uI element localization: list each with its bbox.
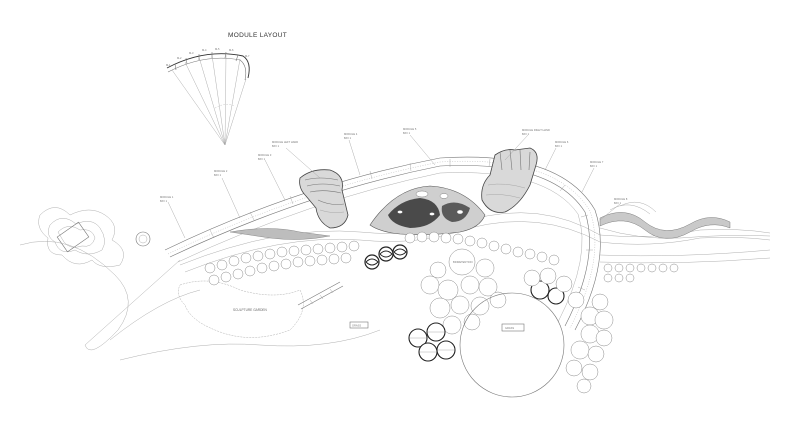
right-ribbon [599, 201, 771, 264]
module-bay: BAY 1 [258, 157, 266, 161]
module-bay: BAY 1 [614, 201, 622, 205]
module-name: MODULE 2 [214, 169, 228, 173]
module-name: MODULE 8 [614, 197, 628, 201]
inset-label: M-5 [215, 47, 220, 51]
grass-box-right-label: GRASS [505, 326, 514, 330]
module-bay: BAY 1 [160, 199, 168, 203]
inset-label: M-3 [189, 51, 194, 55]
module-label-1: MODULE 1 BAY 1 [160, 195, 174, 203]
module-bay: BAY 1 [590, 164, 598, 168]
module-name: MODULE 7 [590, 160, 604, 164]
module-label-8: MODULE 8 BAY 1 [614, 197, 628, 205]
tree-row [204, 231, 679, 286]
module-name: MODULE RIGHT HAND [522, 128, 550, 132]
inset-label: M-2 [177, 56, 182, 60]
module-label-5: MODULE 5 BAY 1 [403, 127, 417, 135]
circle-cluster-label: BIORETENTION [453, 260, 473, 264]
inset-label: M-7 [245, 54, 250, 58]
central-circle-cluster: BIORETENTION GRASS [408, 248, 614, 398]
module-bay: BAY 1 [272, 144, 280, 148]
inset-label: M-4 [202, 48, 207, 52]
module-callouts: MODULE 1 BAY 1 MODULE 2 BAY 1 MODULE LEF… [160, 127, 628, 239]
module-layout-inset: MODULE LAYOUT M-1 M-2 M-3 [166, 32, 287, 146]
module-label-left-hand: MODULE LEFT HAND BAY 1 [272, 140, 298, 148]
grass-box-right [501, 323, 525, 332]
module-name: MODULE LEFT HAND [272, 140, 298, 144]
module-label-3: MODULE 3 BAY 1 [258, 153, 272, 161]
grass-box-left [349, 321, 369, 329]
left-contours [19, 207, 181, 351]
module-bay: BAY 1 [555, 144, 563, 148]
module-name: MODULE 4 [344, 132, 358, 136]
garden-label: SCULPTURE GARDEN [233, 308, 268, 312]
module-label-right-hand: MODULE RIGHT HAND BAY 1 [522, 128, 550, 136]
hand-sculpture-left [299, 169, 349, 229]
module-bay: BAY 1 [522, 132, 530, 136]
grass-box-left-label: GRASS [352, 324, 361, 328]
module-name: MODULE 5 [403, 127, 417, 131]
module-label-7: MODULE 7 BAY 1 [590, 160, 604, 168]
inset-label: M-1 [166, 63, 171, 67]
stepped-path [297, 281, 344, 310]
module-label-6: MODULE 6 BAY 1 [555, 140, 569, 148]
pebble-mound [369, 185, 486, 235]
inset-label: M-6 [229, 48, 234, 52]
module-label-4: MODULE 4 BAY 1 [344, 132, 358, 140]
module-bay: BAY 1 [403, 131, 411, 135]
module-bay: BAY 1 [214, 173, 222, 177]
inset-title: MODULE LAYOUT [228, 32, 287, 39]
module-name: MODULE 6 [555, 140, 569, 144]
module-name: MODULE 3 [258, 153, 272, 157]
hand-sculpture-right [481, 147, 538, 213]
inset-segment-labels: M-1 M-2 M-3 M-4 M-5 M-6 M-7 [166, 47, 250, 67]
module-bay: BAY 1 [344, 136, 352, 140]
module-name: MODULE 1 [160, 195, 174, 199]
module-label-2: MODULE 2 BAY 1 [214, 169, 228, 177]
garden-area: SCULPTURE GARDEN GRASS [109, 280, 381, 361]
